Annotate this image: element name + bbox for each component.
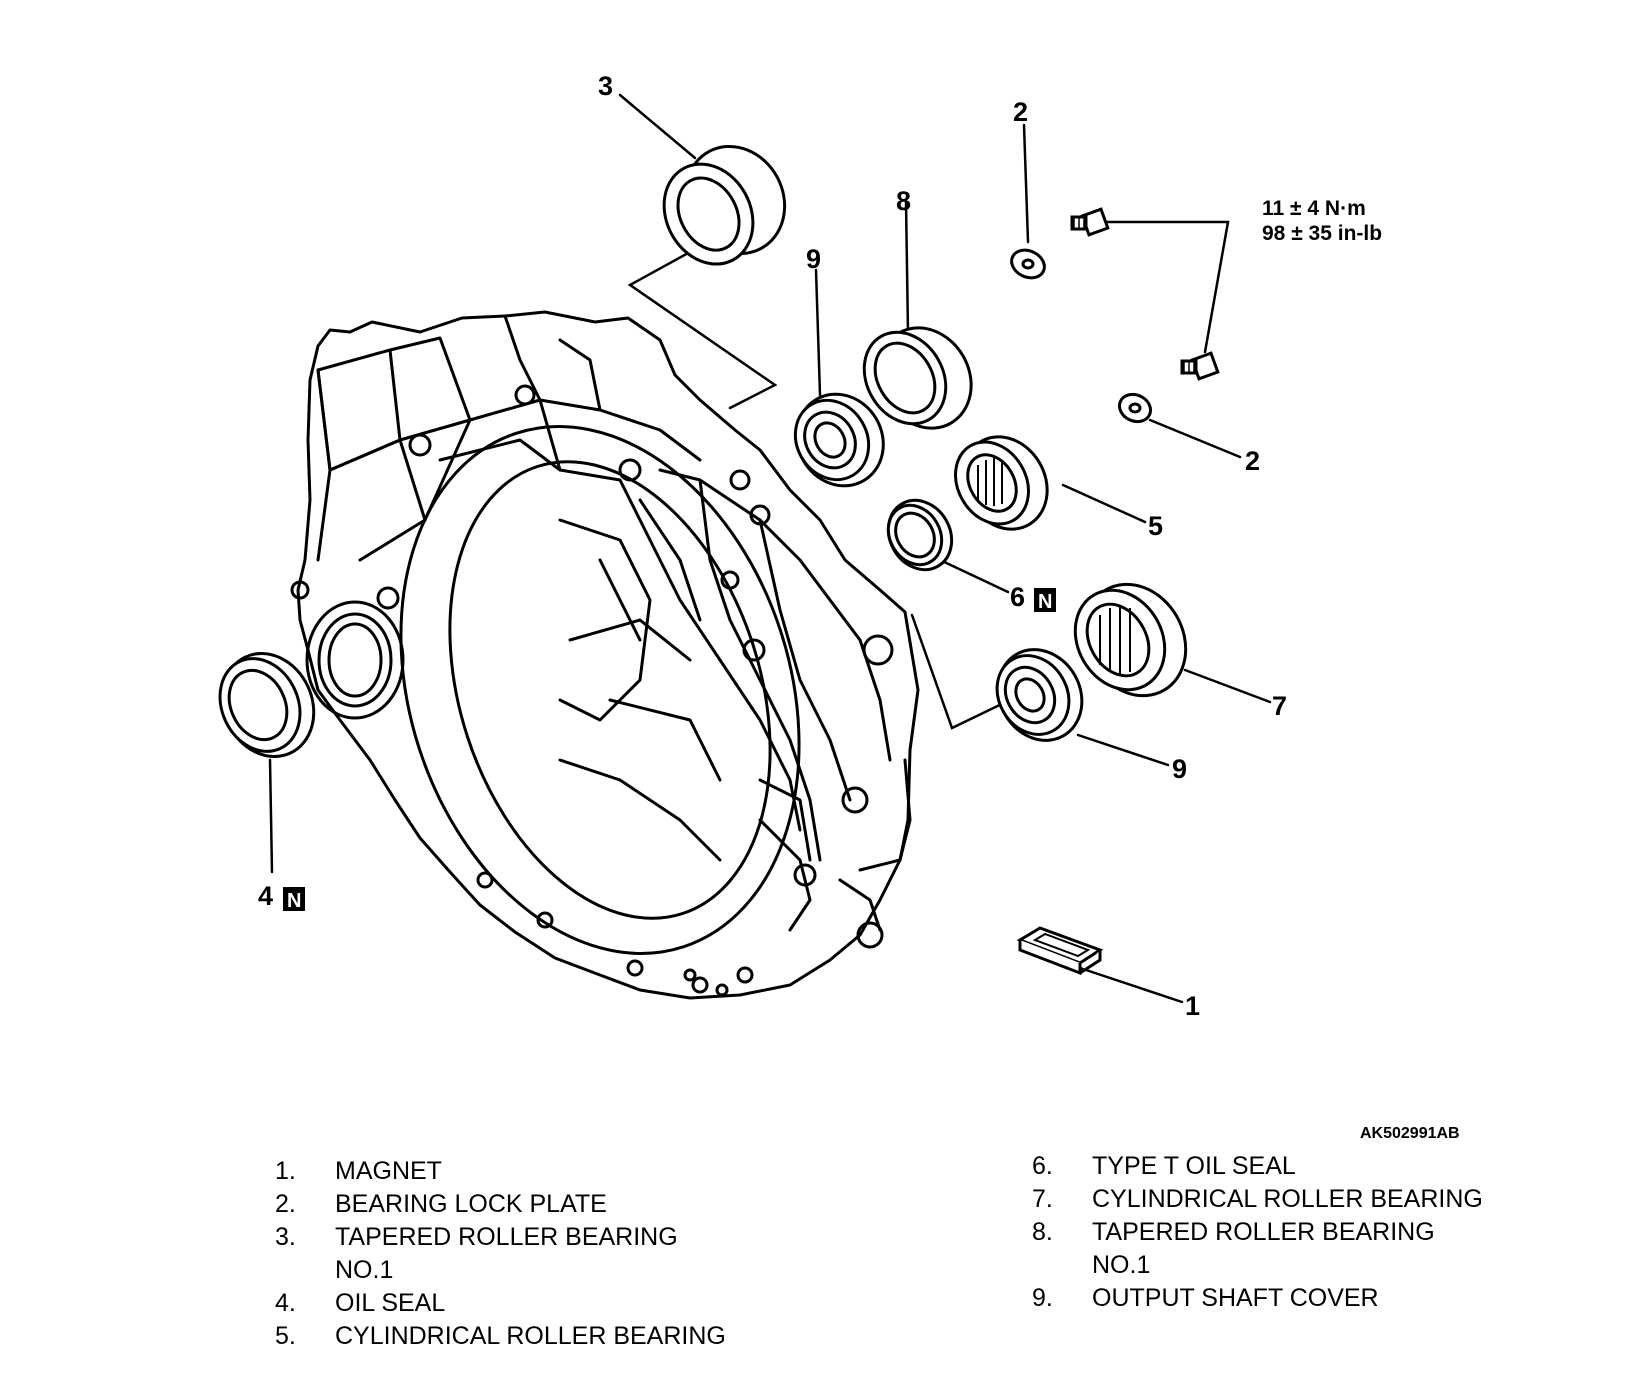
- leader-9-bottom: [1076, 733, 1170, 767]
- legend-number: 5.: [275, 1322, 296, 1350]
- legend-text: CYLINDRICAL ROLLER BEARING: [335, 1322, 726, 1350]
- callout-8: 8: [896, 186, 911, 216]
- legend-text: OIL SEAL: [335, 1289, 446, 1317]
- new-part-mark-4: N: [283, 887, 305, 912]
- legend-item-8: 8. TAPERED ROLLER BEARING: [1032, 1216, 1483, 1249]
- bolt-top: [1070, 207, 1110, 237]
- callout-5: 5: [1148, 511, 1163, 541]
- legend-item-3: 3. TAPERED ROLLER BEARING: [275, 1221, 726, 1254]
- torque-spec-metric: 11 ± 4 N·m: [1262, 197, 1366, 220]
- legend-text: TAPERED ROLLER BEARING: [335, 1223, 678, 1251]
- legend-item-8-cont: NO.1: [1032, 1249, 1483, 1282]
- leader-2-right: [1148, 418, 1242, 459]
- magnet-1: [1016, 926, 1104, 976]
- legend-item-6: 6. TYPE T OIL SEAL: [1032, 1150, 1483, 1183]
- callout-3: 3: [598, 71, 613, 101]
- legend-text: BEARING LOCK PLATE: [335, 1190, 607, 1218]
- output-shaft-cover-9-bottom: [995, 648, 1084, 742]
- leader-6: [938, 558, 1010, 594]
- tapered-roller-bearing-3: [662, 144, 787, 266]
- leader-5: [1061, 483, 1147, 524]
- new-part-mark-6: N: [1034, 588, 1056, 613]
- legend-text: NO.1: [1092, 1251, 1151, 1279]
- legend-number: 4.: [275, 1289, 296, 1317]
- leader-3: [618, 93, 697, 160]
- callout-9-top: 9: [806, 244, 821, 274]
- tapered-roller-bearing-8: [862, 326, 973, 430]
- cylindrical-roller-bearing-5: [954, 435, 1049, 531]
- cylindrical-roller-bearing-7: [1073, 582, 1188, 698]
- callout-9-bottom: 9: [1172, 754, 1187, 784]
- callout-2-top: 2: [1013, 97, 1028, 127]
- legend-number: 9.: [1032, 1284, 1053, 1312]
- legend-number: 3.: [275, 1223, 296, 1251]
- leader-7: [1183, 668, 1272, 704]
- new-part-mark-4-label: N: [287, 890, 301, 912]
- legend-item-7: 7. CYLINDRICAL ROLLER BEARING: [1032, 1183, 1483, 1216]
- legend-text: TYPE T OIL SEAL: [1092, 1152, 1296, 1180]
- legend-item-3-cont: NO.1: [275, 1254, 726, 1287]
- torque-spec-imperial: 98 ± 35 in-lb: [1262, 222, 1382, 245]
- legend-left: 1. MAGNET 2. BEARING LOCK PLATE 3. TAPER…: [275, 1155, 726, 1353]
- legend-number: 2.: [275, 1190, 296, 1218]
- leader-4: [268, 758, 274, 874]
- bracket-9: [910, 613, 1012, 730]
- legend-text: OUTPUT SHAFT COVER: [1092, 1284, 1379, 1312]
- leader-9-top: [814, 268, 822, 397]
- leader-torque: [1098, 220, 1230, 354]
- legend-text: CYLINDRICAL ROLLER BEARING: [1092, 1185, 1483, 1213]
- legend-item-5: 5. CYLINDRICAL ROLLER BEARING: [275, 1320, 726, 1353]
- bolt-lower: [1180, 351, 1220, 381]
- leader-8: [904, 200, 910, 335]
- transaxle-case: [290, 310, 920, 1000]
- bearing-lock-plate-2-right: [1117, 392, 1153, 424]
- legend-item-2: 2. BEARING LOCK PLATE: [275, 1188, 726, 1221]
- type-t-oil-seal-6: [886, 498, 954, 572]
- oil-seal-4: [218, 651, 316, 759]
- legend-number: 7.: [1032, 1185, 1053, 1213]
- legend-number: 1.: [275, 1157, 296, 1185]
- output-shaft-cover-9-top: [793, 392, 885, 488]
- bearing-lock-plate-2-top: [1010, 248, 1046, 280]
- callout-6: 6: [1010, 582, 1025, 612]
- figure-code: AK502991AB: [1360, 1125, 1460, 1142]
- new-part-mark-6-label: N: [1038, 591, 1052, 613]
- callout-4: 4: [258, 881, 273, 911]
- callout-7: 7: [1272, 691, 1287, 721]
- callout-1: 1: [1185, 991, 1200, 1021]
- legend-right: 6. TYPE T OIL SEAL 7. CYLINDRICAL ROLLER…: [1032, 1150, 1483, 1315]
- legend-item-4: 4. OIL SEAL: [275, 1287, 726, 1320]
- bracket-3: [627, 250, 778, 410]
- leader-1: [1078, 966, 1184, 1004]
- leader-lines: [268, 93, 1272, 1004]
- legend-text: MAGNET: [335, 1157, 442, 1185]
- legend-item-1: 1. MAGNET: [275, 1155, 726, 1188]
- legend-number: 8.: [1032, 1218, 1053, 1246]
- legend-number: 6.: [1032, 1152, 1053, 1180]
- legend-text: NO.1: [335, 1256, 394, 1284]
- callout-2-right: 2: [1245, 446, 1260, 476]
- legend-item-9: 9. OUTPUT SHAFT COVER: [1032, 1282, 1483, 1315]
- leader-2-top: [1022, 123, 1030, 244]
- legend-text: TAPERED ROLLER BEARING: [1092, 1218, 1435, 1246]
